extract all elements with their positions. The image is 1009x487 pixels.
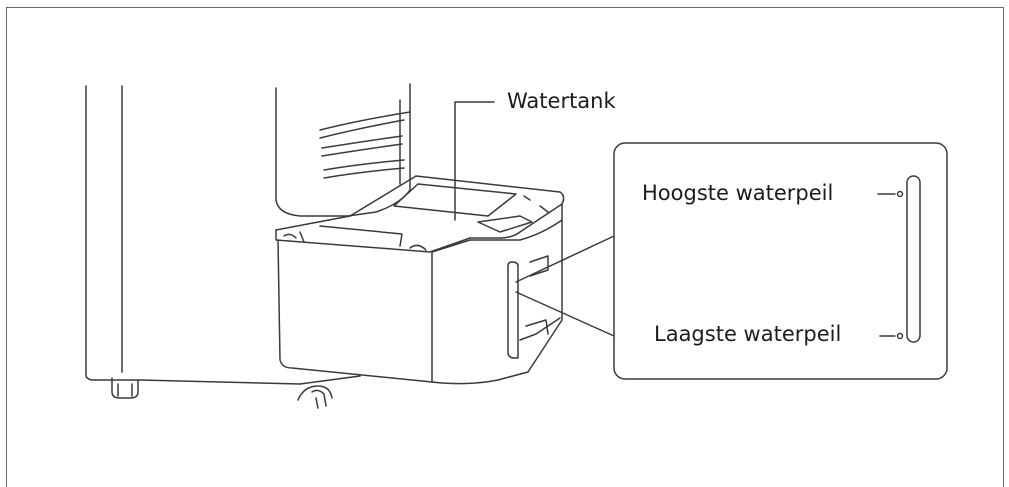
figure-frame [6, 7, 1004, 487]
rear-wheel [297, 385, 333, 409]
lowest-level-label: Laagste waterpeil [654, 322, 842, 346]
zoom-connector [515, 235, 615, 337]
front-wheel [111, 377, 139, 399]
appliance-body-left [85, 85, 361, 385]
watertank-leader-line [454, 101, 495, 221]
water-tank-front [277, 203, 563, 385]
level-gauge [877, 175, 921, 343]
zoom-callout-box [613, 142, 948, 380]
tank-level-window [507, 255, 561, 359]
watertank-label: Watertank [507, 89, 616, 113]
highest-level-label: Hoogste waterpeil [642, 181, 834, 205]
appliance-column [275, 83, 411, 217]
